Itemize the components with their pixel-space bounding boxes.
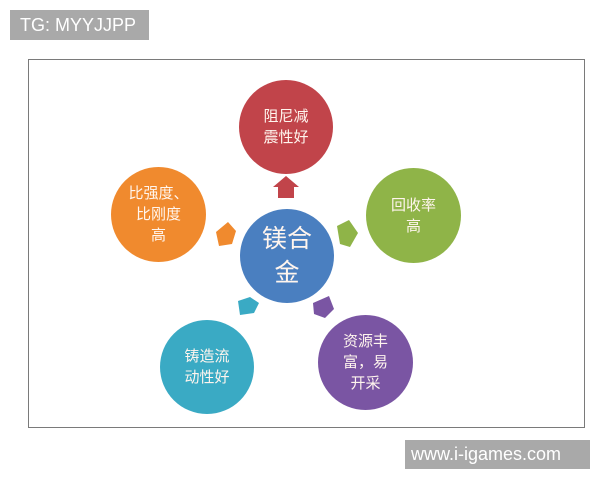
arrow-left-icon (216, 222, 236, 246)
arrow-down-left-icon (238, 297, 259, 315)
node-top: 阻尼减 震性好 (239, 80, 333, 174)
node-left-label: 比强度、 比刚度 高 (128, 184, 189, 244)
arrow-right-icon (337, 220, 358, 247)
arrow-up-icon (273, 176, 299, 198)
node-bottom-left: 铸造流 动性好 (160, 320, 254, 414)
node-right-label: 回收率 高 (390, 195, 436, 235)
watermark-tg: TG: MYYJJPP (10, 10, 149, 40)
node-bottom-right-label: 资源丰 富，易 开采 (342, 332, 388, 392)
watermark-site: www.i-igames.com (405, 440, 590, 469)
node-right: 回收率 高 (366, 168, 461, 263)
arrow-down-right-icon (313, 296, 334, 318)
node-top-label: 阻尼减 震性好 (263, 107, 309, 146)
node-left: 比强度、 比刚度 高 (111, 167, 206, 262)
center-node-label: 镁合 金 (261, 224, 312, 287)
center-node: 镁合 金 (240, 209, 334, 303)
node-bottom-left-label: 铸造流 动性好 (184, 347, 230, 386)
node-bottom-right: 资源丰 富，易 开采 (318, 315, 413, 410)
